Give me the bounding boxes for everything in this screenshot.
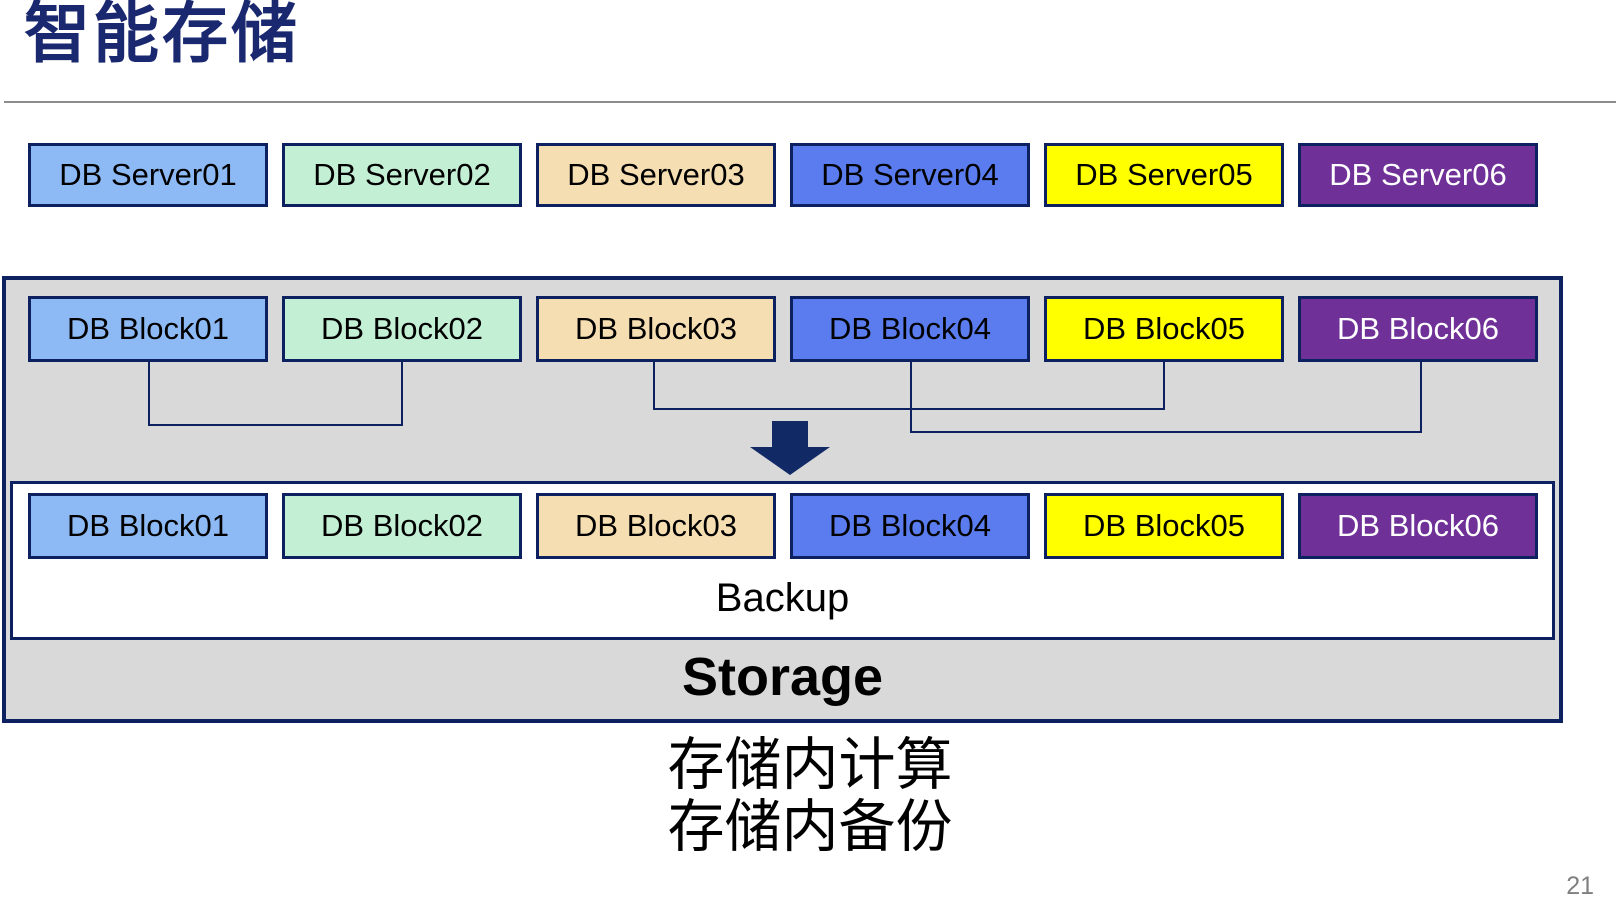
db-block-backup-04-box: DB Block04 <box>790 493 1030 559</box>
block-row-top: DB Block01 DB Block02 DB Block03 DB Bloc… <box>28 296 1538 362</box>
db-block-top-06-label: DB Block06 <box>1337 311 1499 346</box>
page-number: 21 <box>1566 872 1594 900</box>
page-title: 智能存储 <box>24 0 300 70</box>
db-server-04-label: DB Server04 <box>821 157 999 192</box>
db-server-06-label: DB Server06 <box>1329 157 1507 192</box>
db-server-02-box: DB Server02 <box>282 143 522 207</box>
db-block-top-01-box: DB Block01 <box>28 296 268 362</box>
db-block-top-03-label: DB Block03 <box>575 311 737 346</box>
server-row: DB Server01 DB Server02 DB Server03 DB S… <box>28 143 1538 207</box>
connector-bracket-blocks-4-6 <box>910 360 1422 433</box>
db-block-top-04-label: DB Block04 <box>829 311 991 346</box>
db-block-top-02-box: DB Block02 <box>282 296 522 362</box>
db-block-backup-01-label: DB Block01 <box>67 508 229 543</box>
block-row-backup: DB Block01 DB Block02 DB Block03 DB Bloc… <box>28 493 1538 559</box>
db-block-top-06-box: DB Block06 <box>1298 296 1538 362</box>
db-block-backup-05-label: DB Block05 <box>1083 508 1245 543</box>
db-server-01-box: DB Server01 <box>28 143 268 207</box>
db-server-05-label: DB Server05 <box>1075 157 1253 192</box>
db-block-top-02-label: DB Block02 <box>321 311 483 346</box>
db-block-backup-01-box: DB Block01 <box>28 493 268 559</box>
db-server-01-label: DB Server01 <box>59 157 237 192</box>
db-server-03-box: DB Server03 <box>536 143 776 207</box>
db-block-top-04-box: DB Block04 <box>790 296 1030 362</box>
caption-line-1: 存储内计算 <box>667 733 953 797</box>
connector-bracket-blocks-1-2 <box>148 360 403 426</box>
down-arrow-icon <box>750 421 842 475</box>
db-block-backup-06-label: DB Block06 <box>1337 508 1499 543</box>
db-block-backup-03-label: DB Block03 <box>575 508 737 543</box>
db-server-05-box: DB Server05 <box>1044 143 1284 207</box>
caption: 存储内计算 存储内备份 <box>0 734 1620 858</box>
db-server-03-label: DB Server03 <box>567 157 745 192</box>
backup-label: Backup <box>715 576 850 620</box>
db-block-backup-02-label: DB Block02 <box>321 508 483 543</box>
db-block-backup-02-box: DB Block02 <box>282 493 522 559</box>
db-block-backup-05-box: DB Block05 <box>1044 493 1284 559</box>
title-divider <box>4 101 1616 103</box>
connector-bracket-blocks-3-5 <box>653 360 1165 410</box>
db-block-top-05-box: DB Block05 <box>1044 296 1284 362</box>
db-block-top-01-label: DB Block01 <box>67 311 229 346</box>
db-server-04-box: DB Server04 <box>790 143 1030 207</box>
db-block-top-03-box: DB Block03 <box>536 296 776 362</box>
db-block-top-05-label: DB Block05 <box>1083 311 1245 346</box>
db-block-backup-04-label: DB Block04 <box>829 508 991 543</box>
storage-container: DB Block01 DB Block02 DB Block03 DB Bloc… <box>2 276 1563 723</box>
down-arrow-stem <box>772 421 808 448</box>
down-arrow-head <box>750 447 830 475</box>
storage-label: Storage <box>681 647 884 707</box>
db-block-backup-03-box: DB Block03 <box>536 493 776 559</box>
db-server-06-box: DB Server06 <box>1298 143 1538 207</box>
db-block-backup-06-box: DB Block06 <box>1298 493 1538 559</box>
caption-line-2: 存储内备份 <box>667 795 953 859</box>
db-server-02-label: DB Server02 <box>313 157 491 192</box>
